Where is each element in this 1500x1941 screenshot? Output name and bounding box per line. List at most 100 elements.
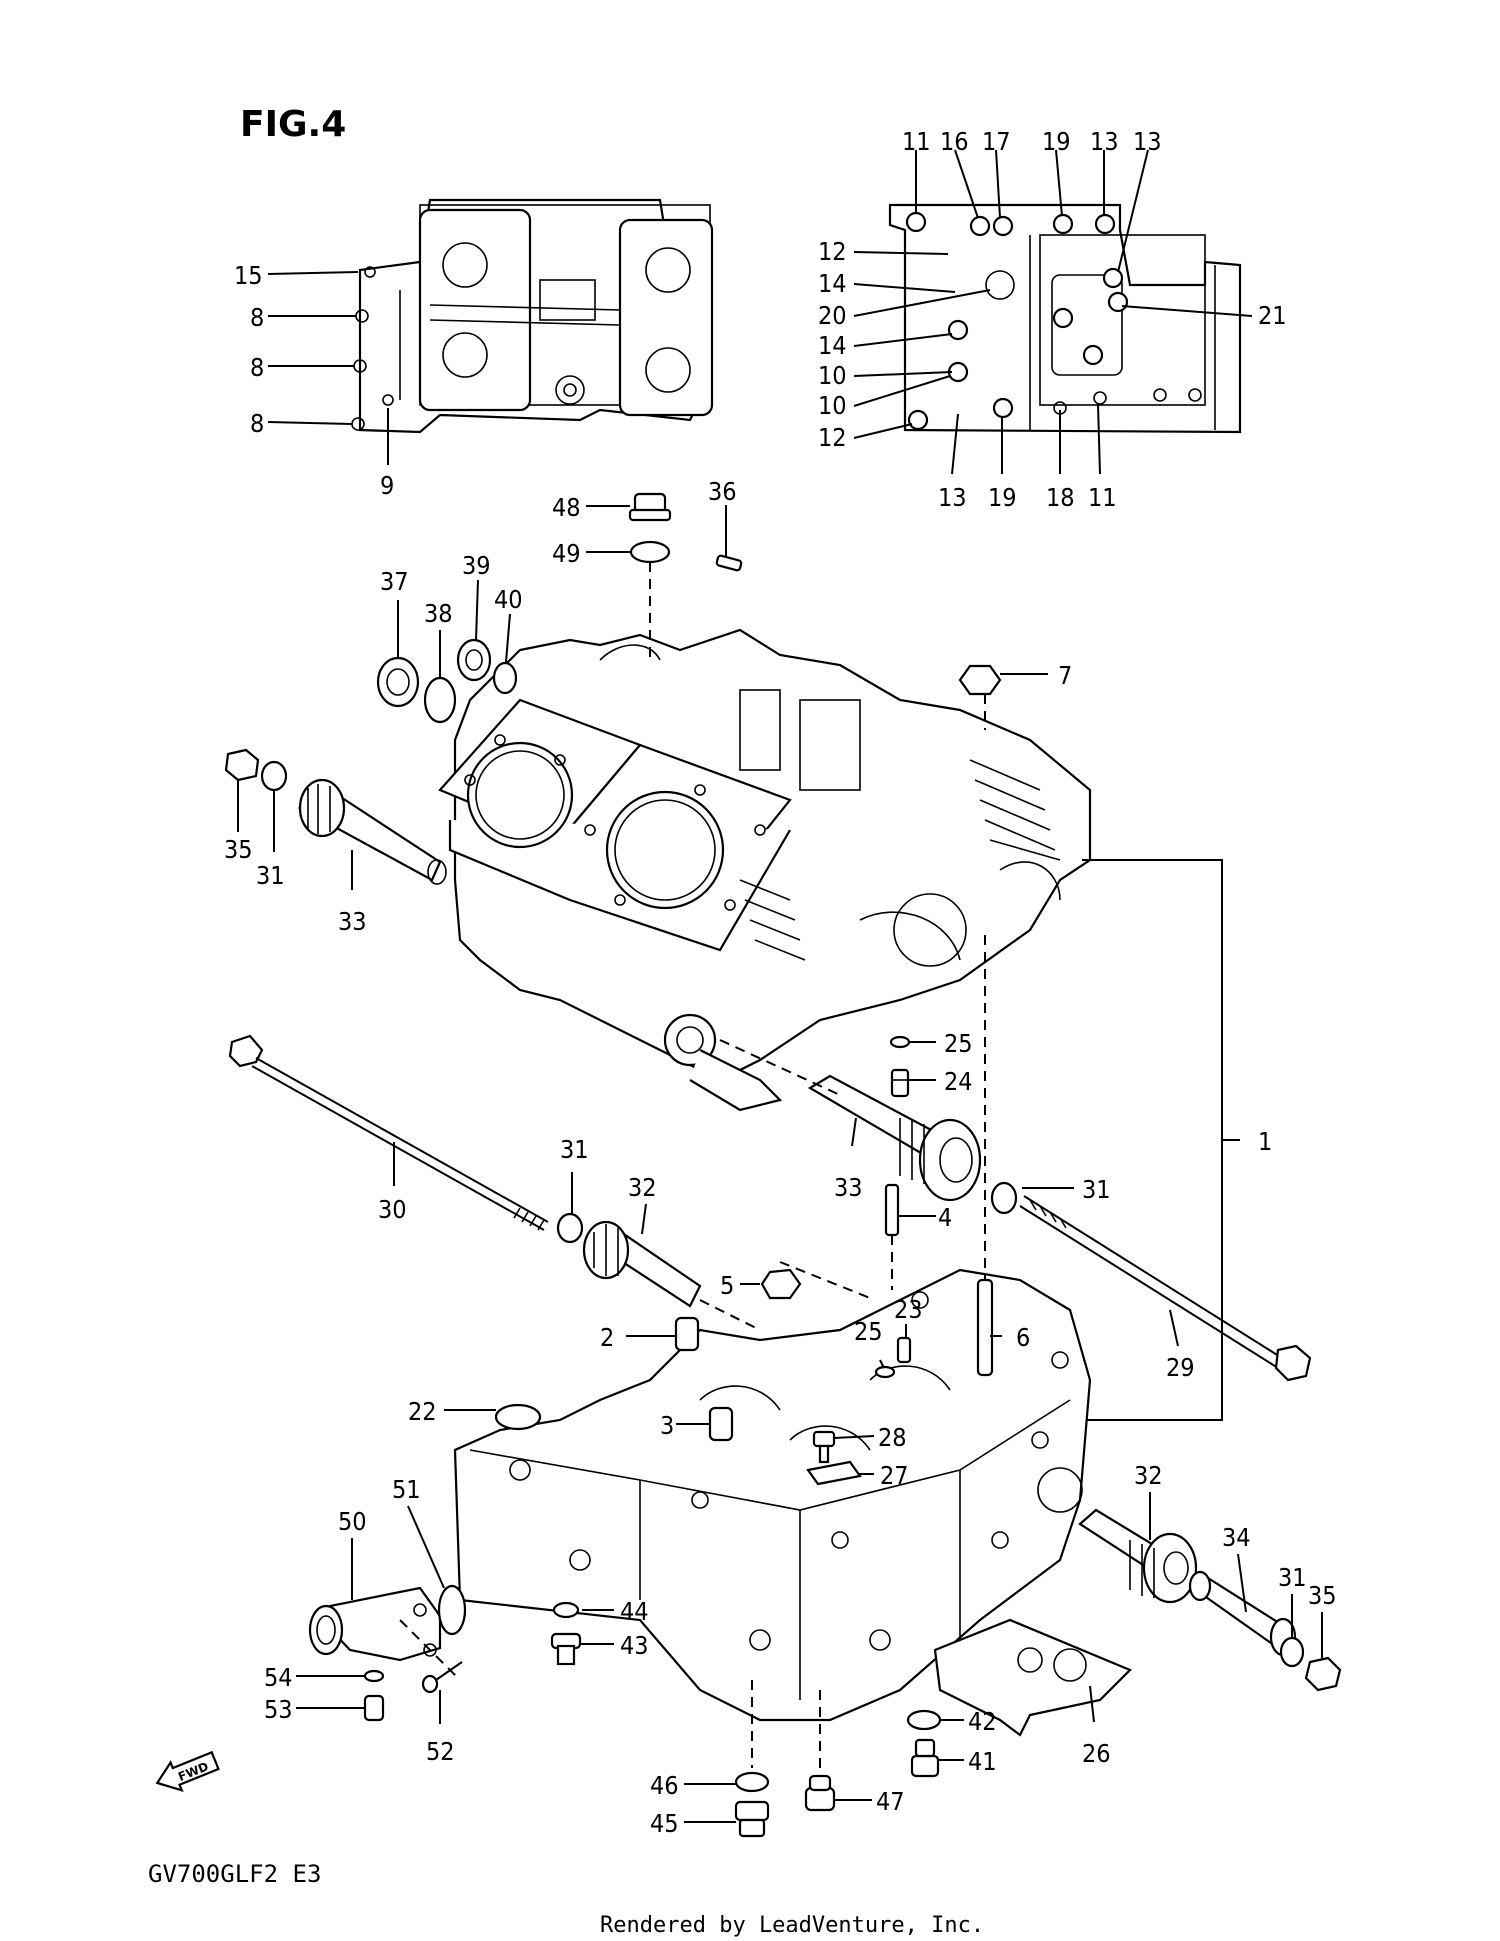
callout-35: 35 — [1308, 1581, 1337, 1610]
callout-25: 25 — [854, 1317, 883, 1346]
callout-35: 35 — [224, 835, 253, 864]
part-25-clip — [874, 1365, 896, 1379]
callout-28: 28 — [878, 1423, 907, 1452]
part-41-plug — [910, 1738, 940, 1778]
callout-22: 22 — [408, 1397, 437, 1426]
callout-13: 13 — [1133, 127, 1162, 156]
part-39-plug — [456, 638, 492, 682]
callout-52: 52 — [426, 1737, 455, 1766]
callout-19: 19 — [988, 483, 1017, 512]
callout-8: 8 — [250, 353, 264, 382]
callout-17: 17 — [982, 127, 1011, 156]
callout-51: 51 — [392, 1475, 421, 1504]
callout-25: 25 — [944, 1029, 973, 1058]
callout-50: 50 — [338, 1507, 367, 1536]
part-31-washer — [990, 1181, 1018, 1215]
callout-18: 18 — [1046, 483, 1075, 512]
part-42-washer — [906, 1709, 942, 1731]
callout-48: 48 — [552, 493, 581, 522]
part-52-screw — [421, 1661, 463, 1694]
callout-27: 27 — [880, 1461, 909, 1490]
callout-14: 14 — [818, 269, 847, 298]
callout-31: 31 — [256, 861, 285, 890]
callout-49: 49 — [552, 539, 581, 568]
callout-16: 16 — [940, 127, 969, 156]
part-40-oring — [492, 661, 518, 695]
callout-6: 6 — [1016, 1323, 1030, 1352]
callout-1: 1 — [1258, 1127, 1272, 1156]
render-credit: Rendered by LeadVenture, Inc. — [600, 1913, 984, 1938]
part-7-nut — [958, 664, 1002, 696]
gasket-plate — [933, 1618, 1132, 1737]
part-5-nut — [760, 1268, 802, 1300]
part-28-bolt — [812, 1430, 836, 1464]
callout-19: 19 — [1042, 127, 1071, 156]
part-2-dowel — [674, 1316, 700, 1352]
callout-30: 30 — [378, 1195, 407, 1224]
part-27-plate — [806, 1460, 862, 1486]
callout-41: 41 — [968, 1747, 997, 1776]
part-46-washer — [734, 1771, 770, 1793]
callout-8: 8 — [250, 303, 264, 332]
callout-47: 47 — [876, 1787, 905, 1816]
part-3-dowel — [708, 1406, 734, 1442]
part-31-washer — [1279, 1636, 1305, 1668]
part-6-stud — [976, 1278, 994, 1377]
part-36-pin — [715, 554, 743, 572]
callout-34: 34 — [1222, 1523, 1251, 1552]
callout-21: 21 — [1258, 301, 1287, 330]
callout-13: 13 — [1090, 127, 1119, 156]
callout-11: 11 — [1088, 483, 1117, 512]
lower-crankcase — [453, 1268, 1092, 1722]
callout-39: 39 — [462, 551, 491, 580]
model-code: GV700GLF2 E3 — [148, 1860, 321, 1888]
callout-12: 12 — [818, 423, 847, 452]
callout-33: 33 — [338, 907, 367, 936]
callout-29: 29 — [1166, 1353, 1195, 1382]
upper-crankcase — [438, 628, 1092, 1112]
callout-9: 9 — [380, 471, 394, 500]
part-38-oring — [423, 676, 457, 724]
inset-upper-case — [351, 198, 714, 434]
callout-20: 20 — [818, 301, 847, 330]
part-44-washer — [552, 1601, 580, 1619]
callout-45: 45 — [650, 1809, 679, 1838]
callout-36: 36 — [708, 477, 737, 506]
part-30-bolt — [228, 1034, 549, 1231]
part-51-oring — [437, 1584, 467, 1636]
callout-12: 12 — [818, 237, 847, 266]
part-32-shaft — [1078, 1508, 1198, 1604]
callout-24: 24 — [944, 1067, 973, 1096]
part-35-nut — [1304, 1656, 1342, 1692]
callout-31: 31 — [1082, 1175, 1111, 1204]
part-33-shaft — [807, 1074, 982, 1202]
part-54-washer — [363, 1669, 385, 1683]
callout-43: 43 — [620, 1631, 649, 1660]
callout-4: 4 — [938, 1203, 952, 1232]
part-43-bolt — [550, 1632, 582, 1666]
part-32-shaft — [582, 1220, 702, 1308]
part-47-plug — [804, 1774, 836, 1812]
part-35-nut — [224, 748, 260, 782]
callout-46: 46 — [650, 1771, 679, 1800]
part-24-nozzle — [890, 1068, 910, 1098]
inset-lower-case — [888, 203, 1242, 434]
callout-54: 54 — [264, 1663, 293, 1692]
part-50-fitting — [308, 1586, 442, 1662]
callout-33: 33 — [834, 1173, 863, 1202]
part-23-jet — [896, 1336, 912, 1364]
callout-32: 32 — [628, 1173, 657, 1202]
callout-32: 32 — [1134, 1461, 1163, 1490]
callout-26: 26 — [1082, 1739, 1111, 1768]
callout-14: 14 — [818, 331, 847, 360]
callout-31: 31 — [1278, 1563, 1307, 1592]
callout-44: 44 — [620, 1597, 649, 1626]
callout-5: 5 — [720, 1271, 734, 1300]
callout-2: 2 — [600, 1323, 614, 1352]
callout-15: 15 — [234, 261, 263, 290]
callout-7: 7 — [1058, 661, 1072, 690]
callout-38: 38 — [424, 599, 453, 628]
part-37-bushing — [376, 656, 420, 708]
part-49-washer — [629, 540, 671, 564]
part-22-oring — [494, 1403, 542, 1431]
